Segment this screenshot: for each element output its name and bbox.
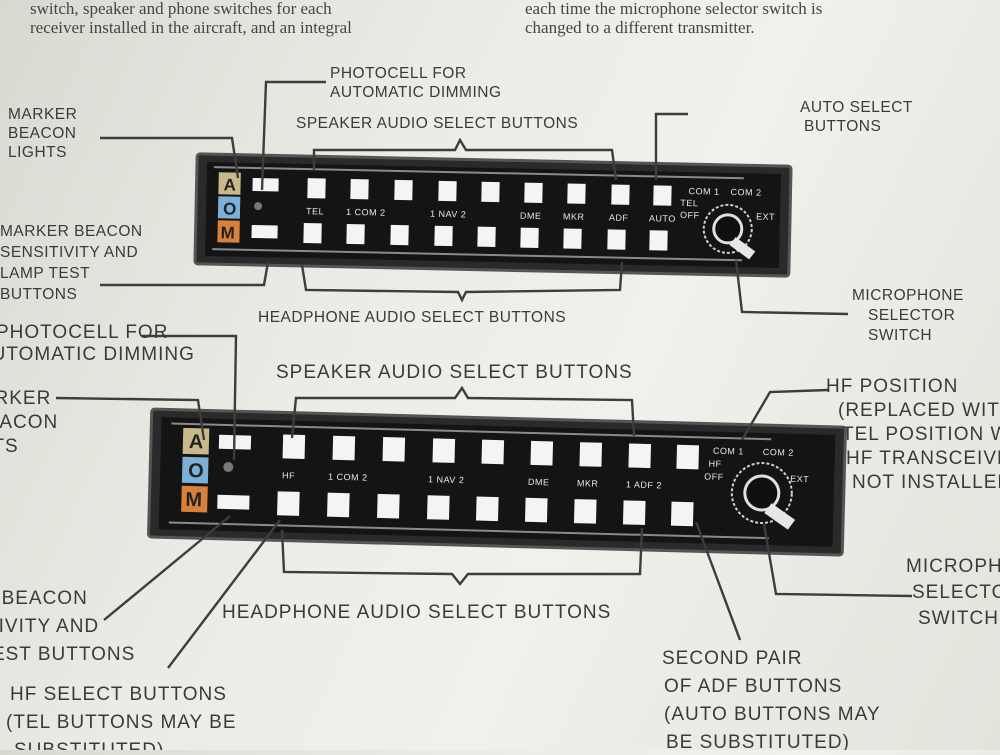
callout-markerlights-1b: BEACON bbox=[8, 125, 76, 142]
callout-mic-2b: SELECTOR bbox=[912, 582, 1000, 603]
callout-headphone-2: HEADPHONE AUDIO SELECT BUTTONS bbox=[222, 602, 611, 623]
switch-label-tel: TEL bbox=[680, 198, 698, 208]
switch-label-com2: COM 2 bbox=[730, 187, 761, 198]
top-text-right-1: each time the microphone selector switch… bbox=[525, 0, 822, 18]
panel2-leaders bbox=[55, 334, 913, 669]
callout-adf-2c: (AUTO BUTTONS MAY bbox=[664, 704, 881, 725]
callout-photocell-2b: AUTOMATIC DIMMING bbox=[0, 344, 195, 365]
callout-photocell-2a: PHOTOCELL FOR bbox=[0, 322, 168, 343]
callout-hfselect-2b: (TEL BUTTONS MAY BE bbox=[6, 712, 237, 733]
marker-light-o-2 bbox=[181, 456, 209, 484]
headphone-button-row-2 bbox=[277, 491, 694, 527]
speaker-button-row-2 bbox=[282, 434, 700, 470]
label-dme-2: DME bbox=[528, 477, 550, 488]
top-text-left-2: receiver installed in the aircraft, and … bbox=[30, 18, 352, 37]
callout-sensitivity-1c: LAMP TEST bbox=[0, 265, 90, 282]
label-mkr: MKR bbox=[563, 211, 585, 221]
callout-speaker-1: SPEAKER AUDIO SELECT BUTTONS bbox=[296, 115, 578, 132]
callout-mic-1c: SWITCH bbox=[868, 327, 932, 344]
callout-markerlights-1c: LIGHTS bbox=[8, 144, 67, 161]
callout-hfselect-2c: SUBSTITUTED) bbox=[14, 740, 164, 750]
callout-mic-1b: SELECTOR bbox=[868, 307, 955, 324]
mic-selector-dial[interactable] bbox=[702, 203, 753, 254]
callout-mic-2c: SWITCH bbox=[918, 608, 999, 629]
callout-hf-2e: NOT INSTALLED) bbox=[852, 472, 1000, 493]
label-nav-2: 1 NAV 2 bbox=[428, 474, 465, 485]
callout-hf-2c: TEL POSITION WHEN bbox=[842, 424, 1000, 445]
speaker-button-row bbox=[307, 178, 672, 206]
callout-sensitivity-2c: LAMP TEST BUTTONS bbox=[0, 644, 135, 665]
callout-hf-2a: HF POSITION bbox=[826, 376, 958, 397]
callout-markerlights-1a: MARKER bbox=[8, 106, 77, 123]
label-mkr-2: MKR bbox=[577, 478, 599, 489]
switch2-label-com1: COM 1 bbox=[713, 446, 744, 457]
marker-light-m-2 bbox=[181, 485, 208, 513]
mic-selector-dial-2[interactable] bbox=[730, 461, 793, 524]
mic-selector-pointer-2 bbox=[764, 503, 796, 530]
label-hf: HF bbox=[282, 470, 295, 480]
callout-hf-2b: (REPLACED WITH bbox=[838, 400, 1000, 421]
switch2-label-hf: HF bbox=[708, 459, 721, 469]
mic-selector-pointer bbox=[729, 237, 756, 260]
label-dme: DME bbox=[520, 211, 542, 221]
label-tel: TEL bbox=[306, 206, 324, 216]
callout-markerlights-2a: MARKER bbox=[0, 388, 51, 409]
callout-sensitivity-1b: SENSITIVITY AND bbox=[0, 244, 138, 261]
switch2-label-com2: COM 2 bbox=[763, 447, 794, 458]
callout-mic-2a: MICROPHONE bbox=[906, 556, 1000, 577]
marker-letter-o-2: O bbox=[188, 460, 204, 482]
switch-label-com1: COM 1 bbox=[688, 186, 719, 197]
panel1-leaders bbox=[100, 80, 849, 316]
mic-selector-knob-2[interactable] bbox=[743, 474, 781, 512]
label-auto: AUTO bbox=[649, 213, 676, 224]
top-text-right-2: changed to a different transmitter. bbox=[525, 18, 755, 37]
callout-markerlights-2b: BEACON bbox=[0, 412, 58, 433]
switch2-label-off: OFF bbox=[704, 471, 724, 482]
switch-label-off: OFF bbox=[680, 210, 700, 220]
callout-autoselect-1a: AUTO SELECT bbox=[800, 99, 913, 116]
callout-adf-2b: OF ADF BUTTONS bbox=[664, 676, 842, 697]
callout-sensitivity-1a: MARKER BEACON bbox=[0, 223, 143, 240]
marker-letter-o: O bbox=[223, 199, 237, 218]
marker-light-a bbox=[218, 172, 241, 195]
marker-light-o bbox=[217, 196, 241, 219]
switch-label-ext: EXT bbox=[756, 212, 775, 222]
callout-adf-2d: BE SUBSTITUTED) bbox=[666, 732, 850, 750]
marker-letter-m-2: M bbox=[185, 489, 202, 511]
label-com: 1 COM 2 bbox=[346, 207, 386, 218]
label-adf-2: 1 ADF 2 bbox=[626, 479, 662, 490]
marker-letter-m: M bbox=[220, 223, 235, 242]
callout-photocell-1b: AUTOMATIC DIMMING bbox=[330, 84, 502, 101]
callout-hf-2d: HF TRANSCEIVER bbox=[846, 448, 1000, 469]
audio-panel-2: A O M bbox=[147, 407, 847, 557]
switch2-label-ext: EXT bbox=[790, 474, 809, 484]
top-text-left-1: switch, speaker and phone switches for e… bbox=[30, 0, 332, 18]
callout-sensitivity-2b: SENSITIVITY AND bbox=[0, 616, 99, 637]
photocell-icon bbox=[254, 202, 263, 211]
callout-autoselect-1b: BUTTONS bbox=[804, 118, 881, 135]
callout-speaker-2: SPEAKER AUDIO SELECT BUTTONS bbox=[276, 362, 633, 383]
callout-sensitivity-2a: MARKER BEACON bbox=[0, 588, 88, 609]
marker-letter-a-2: A bbox=[189, 431, 204, 453]
marker-letter-a: A bbox=[223, 175, 236, 194]
callout-mic-1a: MICROPHONE bbox=[852, 287, 964, 304]
callout-headphone-1: HEADPHONE AUDIO SELECT BUTTONS bbox=[258, 309, 566, 326]
marker-light-m bbox=[217, 220, 240, 243]
audio-panel-1: A O M bbox=[193, 152, 793, 278]
callout-photocell-1a: PHOTOCELL FOR bbox=[330, 65, 467, 82]
headphone-button-row bbox=[303, 223, 668, 251]
photocell-icon-2 bbox=[223, 462, 234, 473]
callout-markerlights-2c: LIGHTS bbox=[0, 436, 19, 457]
label-com-2: 1 COM 2 bbox=[328, 472, 368, 483]
mic-selector-knob[interactable] bbox=[712, 213, 744, 245]
callout-sensitivity-1d: BUTTONS bbox=[0, 286, 77, 303]
callout-hfselect-2a: HF SELECT BUTTONS bbox=[10, 684, 227, 705]
marker-lo-button-2[interactable] bbox=[217, 494, 250, 510]
marker-lo-button[interactable] bbox=[251, 224, 278, 239]
label-nav: 1 NAV 2 bbox=[430, 209, 467, 220]
label-adf: ADF bbox=[609, 212, 629, 222]
marker-hi-button[interactable] bbox=[252, 177, 279, 192]
callout-adf-2a: SECOND PAIR bbox=[662, 648, 803, 669]
